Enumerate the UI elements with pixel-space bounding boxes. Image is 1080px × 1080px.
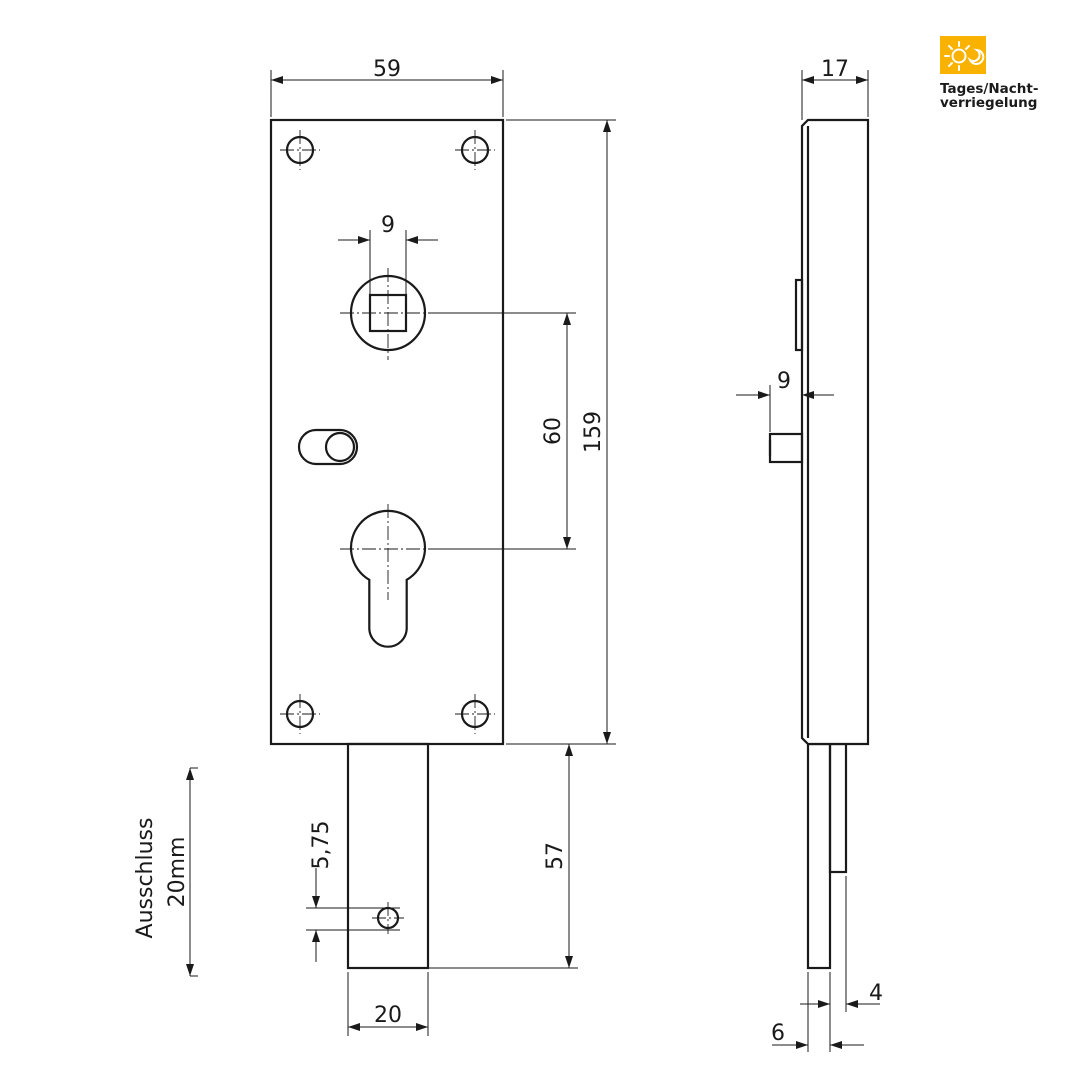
- dim-side-pin: 9: [777, 369, 791, 394]
- front-view: 59 9 60 159 57 5,75 20: [269, 57, 616, 1036]
- throw-value: 20mm: [165, 837, 190, 908]
- side-follower-boss: [794, 278, 804, 352]
- throw-annotation: Ausschluss 20mm: [133, 767, 198, 977]
- side-pin: [768, 432, 804, 464]
- screw-hole: [280, 130, 320, 170]
- screw-hole: [455, 130, 495, 170]
- side-bolt: [806, 742, 832, 970]
- side-body: [800, 118, 870, 746]
- dim-total-height: 159: [581, 411, 606, 453]
- dim-bolt-projection: 57: [543, 842, 568, 870]
- side-bolt-guide: [828, 742, 848, 874]
- cylinder-cutout: [340, 504, 436, 648]
- dim-bolt-width: 20: [374, 1003, 402, 1028]
- badge-label-line2: verriegelung: [940, 95, 1038, 111]
- screw-hole: [455, 694, 495, 734]
- spindle-follower: [340, 268, 436, 360]
- dim-front-width: 59: [373, 57, 401, 82]
- side-view: 17 9 4 6: [736, 57, 883, 1052]
- badge-label: Tages/Nacht- verriegelung: [940, 82, 1052, 110]
- sun-moon-icon: [940, 36, 986, 74]
- dim-bolt-hole-offset: 5,75: [309, 821, 334, 870]
- dim-bolt-thickness-a: 4: [869, 981, 883, 1006]
- dim-bolt-thickness-b: 6: [771, 1021, 785, 1046]
- dim-spindle-square: 9: [381, 213, 395, 238]
- throw-label: Ausschluss: [133, 818, 158, 939]
- screw-hole: [280, 694, 320, 734]
- face-plate: [269, 118, 505, 746]
- badge-label-line1: Tages/Nacht-: [940, 81, 1039, 97]
- dim-side-depth: 17: [821, 57, 849, 82]
- day-night-badge: Tages/Nacht- verriegelung: [940, 36, 1052, 110]
- bolt: [346, 742, 430, 970]
- dim-spindle-to-cylinder: 60: [541, 417, 566, 445]
- day-night-slide: [297, 428, 359, 466]
